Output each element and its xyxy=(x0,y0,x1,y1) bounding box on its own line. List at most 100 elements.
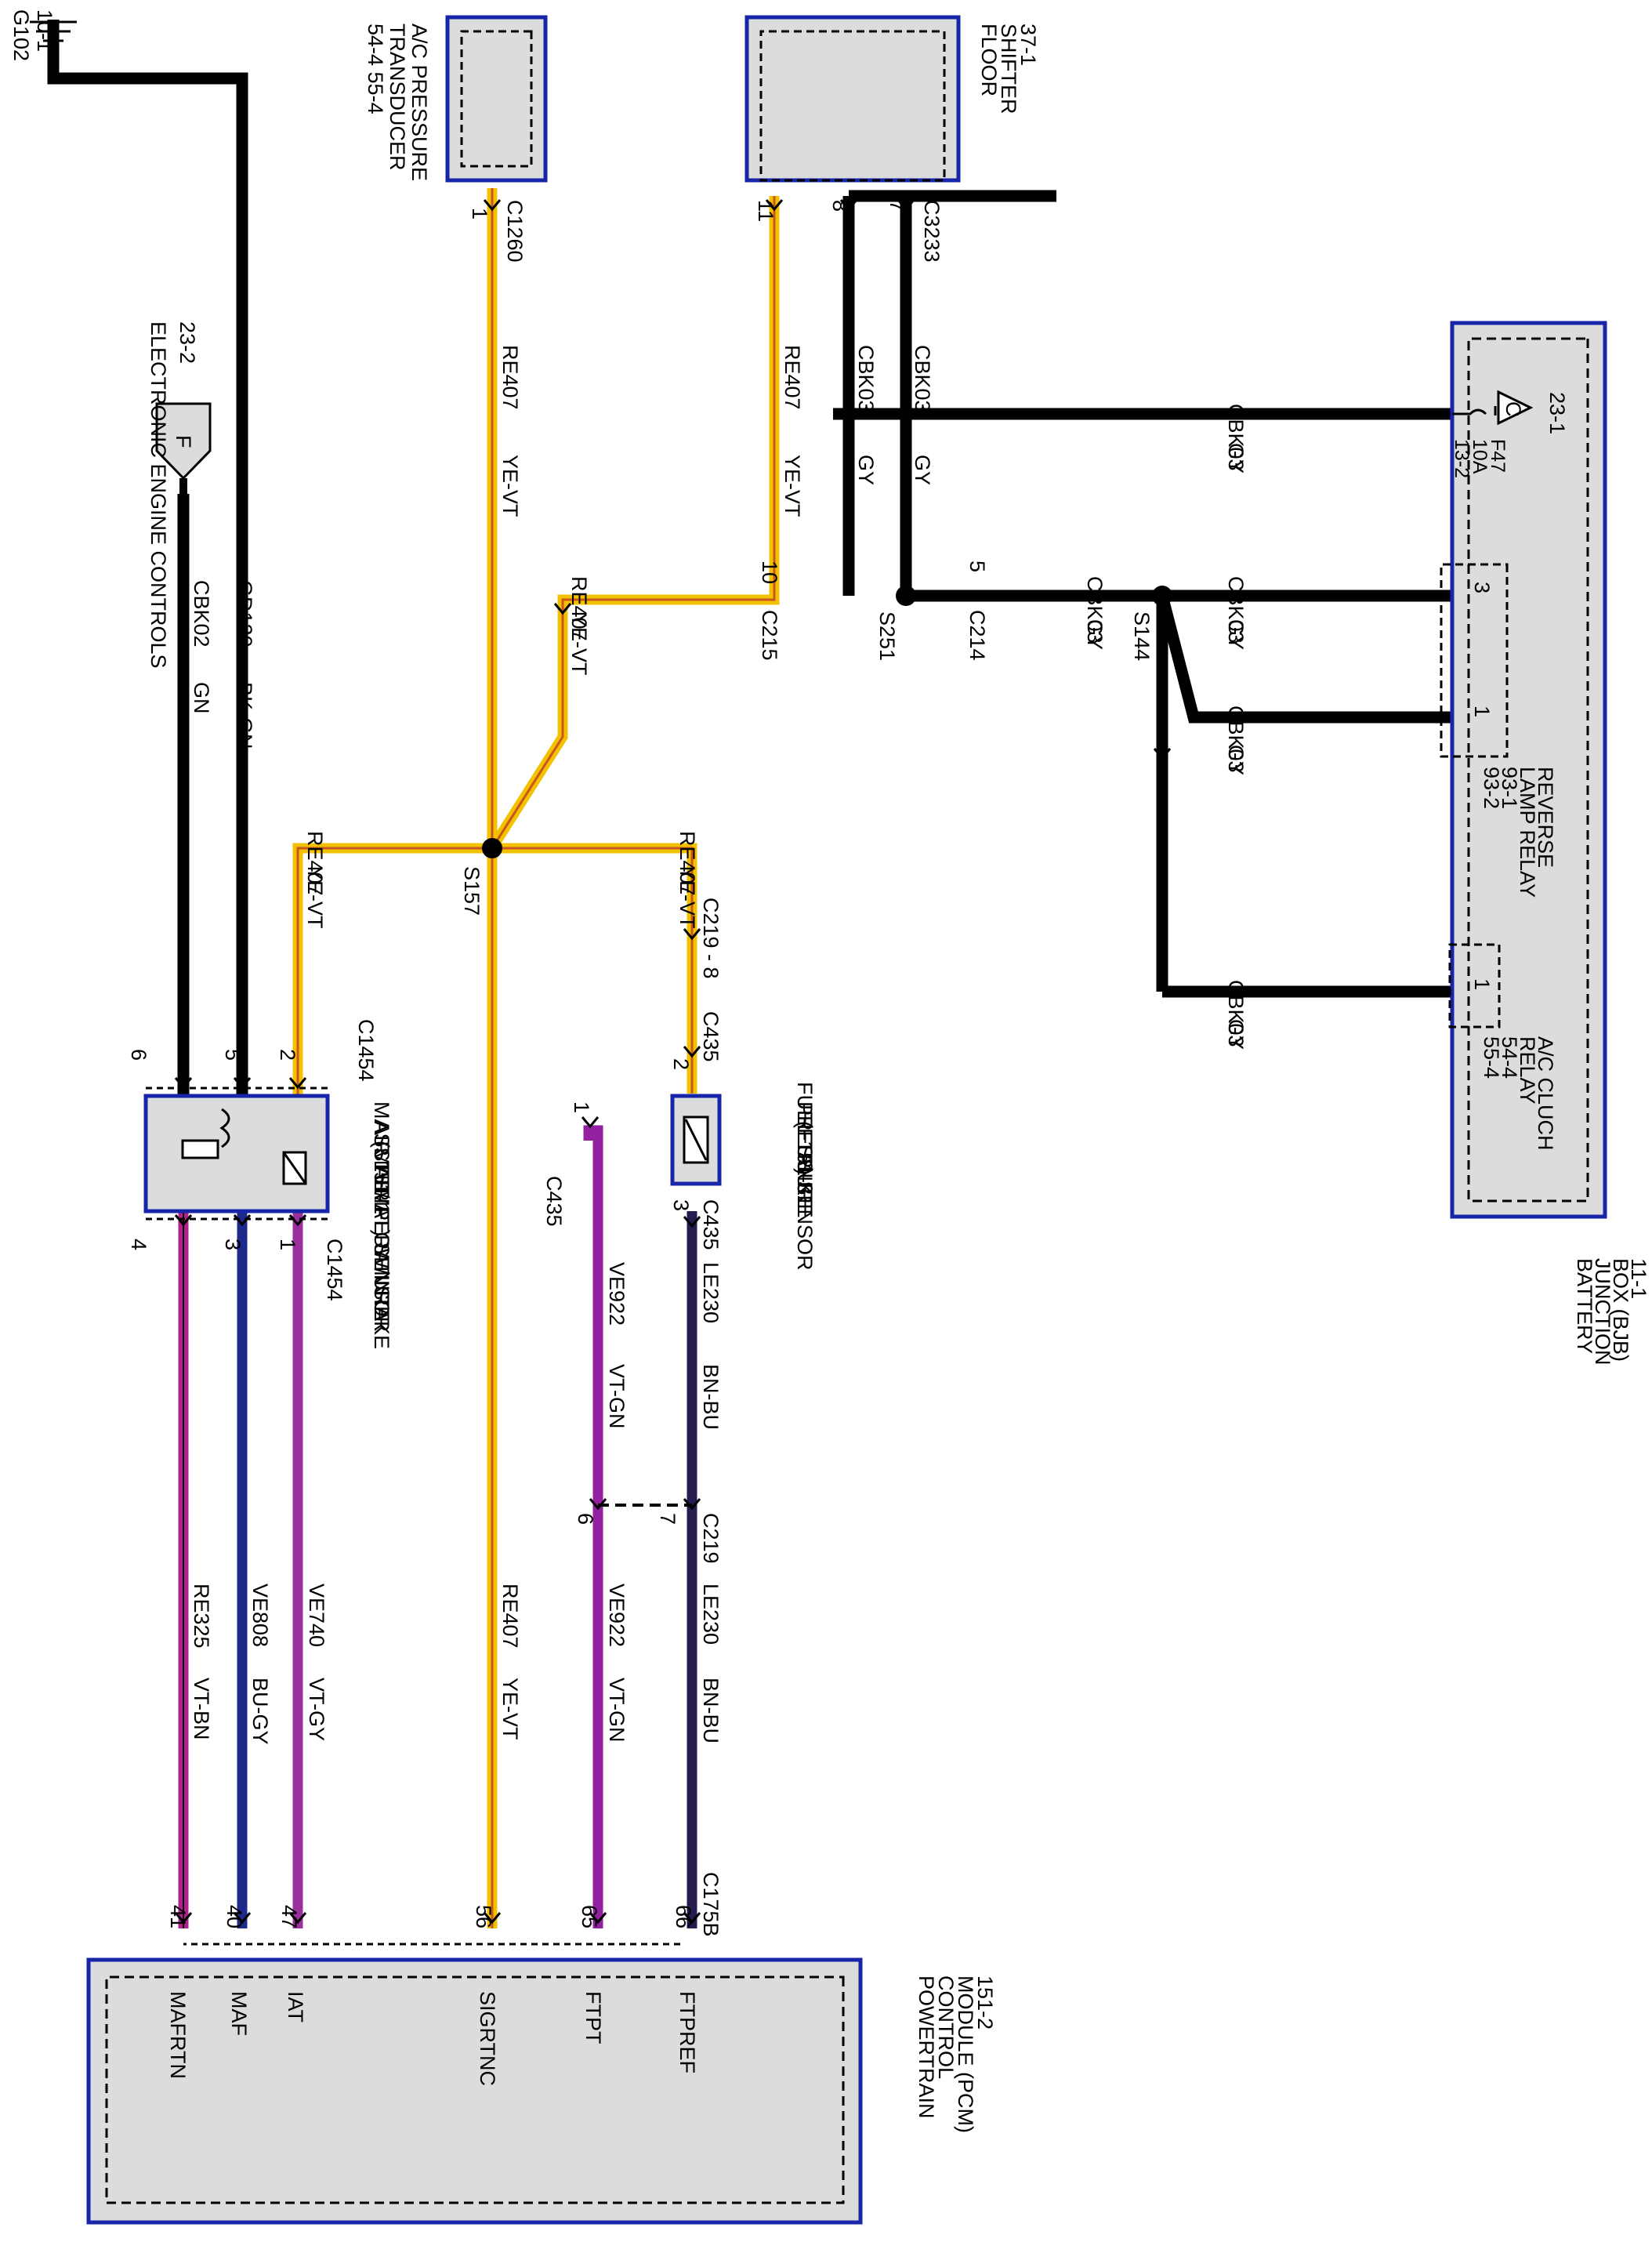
ground-id: G102 xyxy=(9,9,33,61)
battery-junction-box xyxy=(1440,321,1607,1219)
shifter-pin-b: 8 xyxy=(828,200,852,212)
reverse-relay-pin-a: 3 xyxy=(1470,582,1494,593)
pcm-pin-66: 66 xyxy=(672,1905,695,1928)
pcm-pin-65: 65 xyxy=(578,1905,601,1928)
cbk03-c214-color: GY xyxy=(1083,619,1107,650)
c219-pin-b: 6 xyxy=(574,1513,597,1525)
ac-pressure-transducer xyxy=(445,15,548,183)
maf-pin-top-2: 2 xyxy=(276,1049,299,1061)
cbk03-rev1-color: GY xyxy=(1224,745,1248,775)
ve808-color: BU-GY xyxy=(248,1678,272,1745)
c215-pin: 10 xyxy=(758,560,781,584)
wire-re407-ftp xyxy=(492,843,697,1094)
cbk03-rev3-circuit: CBK03 xyxy=(1224,576,1248,644)
ac-relay-name2: RELAY xyxy=(1516,1036,1539,1105)
maf-pin-top-5: 5 xyxy=(221,1049,245,1061)
bjb-ref-triangle xyxy=(1497,390,1534,426)
fuse-f47: F47 xyxy=(1487,439,1509,473)
eec-letter: F xyxy=(172,435,195,448)
cbk03-shifter-circuit: CBK03 xyxy=(854,345,878,412)
splice-s144-label: S144 xyxy=(1130,611,1154,661)
wire-re407-shifter xyxy=(487,196,780,851)
ac-relay-pin: 1 xyxy=(1470,978,1494,990)
ac-transducer-pin: 1 xyxy=(468,208,491,219)
bjb-name: BATTERY xyxy=(1573,1258,1596,1354)
pcm-pin-56: 56 xyxy=(472,1905,495,1928)
cbk02-circuit: CBK02 xyxy=(190,580,213,648)
reverse-relay-name: REVERSE xyxy=(1534,767,1557,868)
pcm-label-ftpt: FTPT xyxy=(581,1991,605,2044)
eec-title: ELECTRONIC ENGINE CONTROLS xyxy=(147,321,170,669)
reverse-relay-pages-b: 93-2 xyxy=(1480,767,1503,809)
ve922-upper-color: VT-GN xyxy=(605,1364,629,1429)
cbk03-ac-circuit: CBK03 xyxy=(1224,980,1248,1047)
pcm-page: 151-2 xyxy=(973,1975,997,2030)
powertrain-control-module xyxy=(86,1943,863,2225)
shifter-connector: C3233 xyxy=(920,200,944,263)
c219-8-label: C219 - 8 xyxy=(699,898,723,979)
c435-top-pin: 2 xyxy=(669,1058,693,1070)
cbk03-rev1-circuit: CBK03 xyxy=(1224,706,1248,773)
connector-chevrons xyxy=(174,199,1172,1925)
ftp-pin-bottom: 3 xyxy=(669,1199,693,1211)
re407-lower-circuit: RE407 xyxy=(498,1584,522,1649)
maf-connector-bottom: C1454 xyxy=(323,1239,346,1301)
le230-upper-color: BN-BU xyxy=(699,1364,723,1430)
shifter-pin-c: 7 xyxy=(886,200,909,212)
splice-s251-label: S251 xyxy=(875,611,899,661)
le230-lower-color: BN-BU xyxy=(699,1678,723,1743)
ac-transducer-name: A/C PRESSURE xyxy=(408,24,431,181)
reverse-relay-name2: LAMP RELAY xyxy=(1516,767,1539,898)
cbk03-c214-circuit: CBK03 xyxy=(1083,576,1107,644)
re325-circuit: RE325 xyxy=(190,1584,213,1649)
ftp-name2: PRESSURE xyxy=(793,1101,817,1218)
ftp-connector-left: C435 xyxy=(542,1176,566,1227)
pcm-name: POWERTRAIN xyxy=(915,1975,938,2119)
cbk03-shifter2-circuit: CBK03 xyxy=(911,345,934,412)
c214-label: C214 xyxy=(965,610,989,661)
cbk03-f47-circuit: CBK03 xyxy=(1224,404,1248,471)
bjb-page: 11-1 xyxy=(1627,1258,1650,1299)
ac-relay-pages-b: 55-4 xyxy=(1480,1036,1503,1079)
gd120-color: BK-GN xyxy=(233,682,256,749)
maf-name: MASS AIR FLOW/INTAKE xyxy=(370,1101,393,1349)
shifter-pin-a: 11 xyxy=(754,200,777,222)
ve922-upper-circuit: VE922 xyxy=(605,1262,629,1326)
c219-pin-a: 7 xyxy=(656,1513,679,1525)
shifter-page: 37-1 xyxy=(1016,24,1040,66)
cbk03-ac-color: GY xyxy=(1224,1019,1248,1050)
shifter-name2: SHIFTER xyxy=(997,24,1020,114)
re325-color: VT-BN xyxy=(190,1678,213,1740)
cbk03-rev3-color: GY xyxy=(1224,619,1248,650)
c435-top-label: C435 xyxy=(699,1011,723,1062)
c219-label: C219 xyxy=(699,1513,723,1564)
ftp-name: FUEL TANK xyxy=(793,1082,817,1195)
fuse-f47-amp: 10A xyxy=(1469,439,1491,474)
ftp-name3: (FTP) SENSOR xyxy=(793,1121,817,1271)
bjb-ref-letter: C xyxy=(1502,401,1525,417)
pcm-label-mafrtn: MAFRTN xyxy=(166,1991,190,2079)
re407-c215-circuit: RE407 xyxy=(567,576,591,641)
wire-re407-maf xyxy=(292,843,492,1096)
splice-s157 xyxy=(482,838,502,858)
ac-relay-name: A/C CLUCH xyxy=(1534,1036,1557,1151)
c214-pin: 5 xyxy=(965,560,989,572)
splice-s144 xyxy=(1152,586,1172,606)
re407-maf-circuit: RE407 xyxy=(303,831,327,896)
ve740-circuit: VE740 xyxy=(305,1584,328,1647)
cbk03-f47-color: GY xyxy=(1224,443,1248,473)
pcm-pin-47: 47 xyxy=(277,1905,301,1928)
pcm-name3: MODULE (PCM) xyxy=(954,1975,977,2133)
re407-c215-color: YE-VT xyxy=(567,613,591,676)
pcm-name2: CONTROL xyxy=(934,1975,958,2079)
ve922-lower-color: VT-GN xyxy=(605,1678,629,1743)
c215-label: C215 xyxy=(758,610,781,661)
ftp-pin-left: 1 xyxy=(570,1101,593,1113)
ground-page: 10-1 xyxy=(33,9,56,52)
ftp-sensor xyxy=(670,1094,722,1186)
maf-pin-bottom-1: 1 xyxy=(276,1239,299,1250)
reverse-relay-pages-a: 93-1 xyxy=(1498,767,1521,809)
wire-gd120 xyxy=(30,20,248,1096)
ac-transducer-connector: C1260 xyxy=(503,200,527,263)
